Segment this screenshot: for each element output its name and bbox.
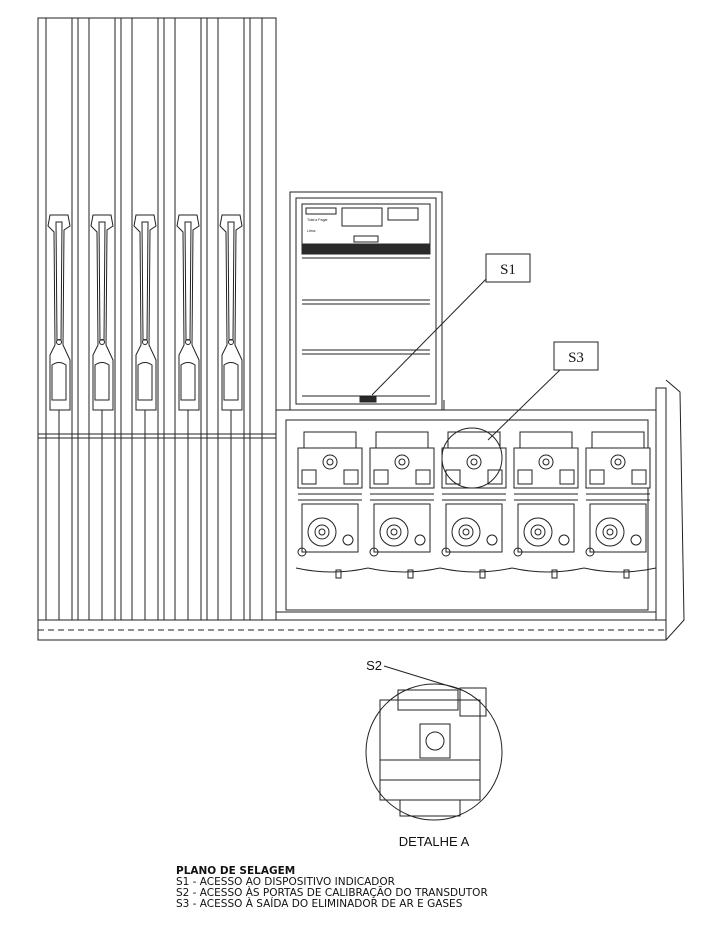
callout-s3-label: S3: [568, 350, 584, 366]
nozzle-1: [45, 18, 79, 620]
display-head: [289, 191, 443, 411]
nozzle-column: [37, 17, 277, 621]
nozzle-3: [131, 18, 165, 620]
legend-title: PLANO DE SELAGEM: [176, 865, 296, 877]
meter-module-5: [583, 431, 657, 579]
legend-item-s1: S1 - ACESSO AO DISPOSITIVO INDICADOR: [176, 876, 395, 888]
base-plinth: [37, 619, 667, 641]
legend-item-s3: S3 - ACESSO À SAÍDA DO ELIMINADOR DE AR …: [176, 898, 463, 910]
callout-s3: [441, 341, 599, 489]
meter-module-2: [367, 431, 441, 579]
hydraulic-cabinet: [275, 379, 685, 641]
callout-s2-label: S2: [366, 658, 382, 673]
nozzle-4: [174, 18, 208, 620]
detail-a-caption: DETALHE A: [399, 834, 470, 849]
sealing-plan-legend: PLANO DE SELAGEM S1 - ACESSO AO DISPOSIT…: [176, 866, 696, 910]
detail-a: [365, 665, 503, 821]
nozzle-5: [217, 18, 251, 620]
legend-item-s2: S2 - ACESSO ÀS PORTAS DE CALIBRAÇÃO DO T…: [176, 887, 488, 899]
callout-s1: [371, 253, 531, 396]
nozzle-2: [88, 18, 122, 620]
meter-module-4: [511, 431, 585, 579]
display-total-label: Total a Pagar: [307, 218, 328, 222]
display-litros-label: Litros: [307, 229, 316, 233]
meter-module-1: [295, 431, 369, 579]
callout-s1-label: S1: [500, 262, 516, 278]
